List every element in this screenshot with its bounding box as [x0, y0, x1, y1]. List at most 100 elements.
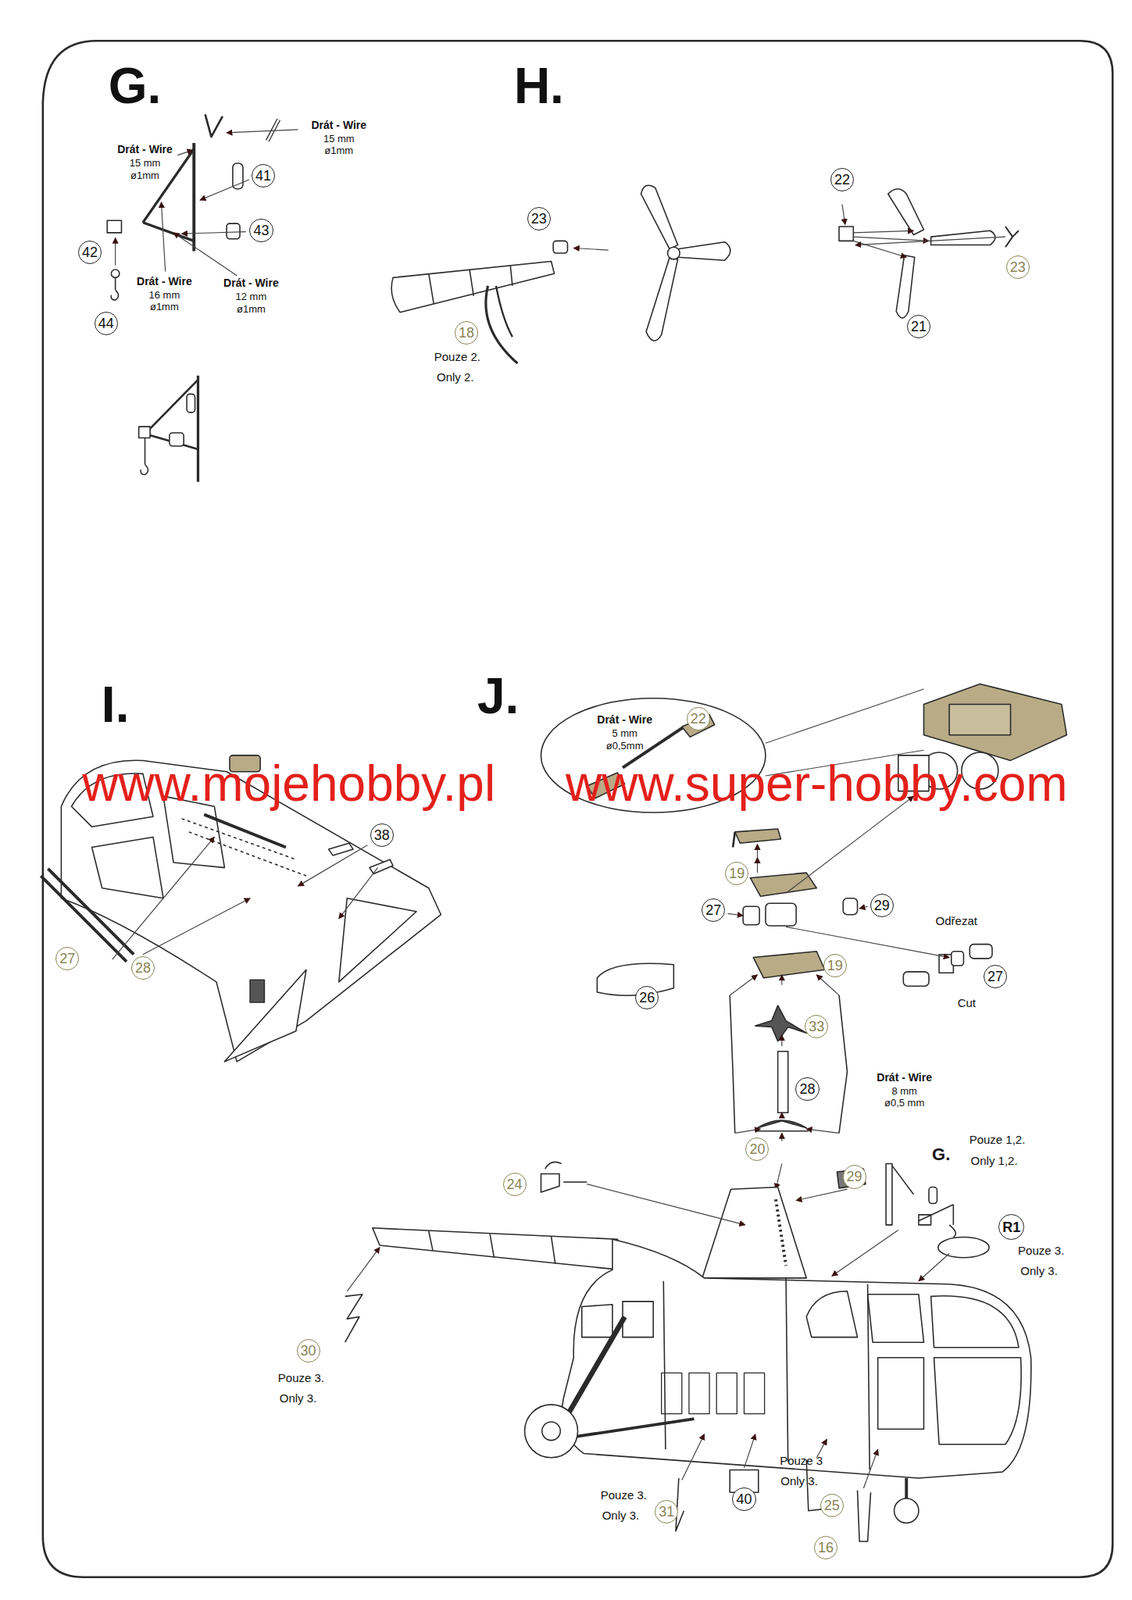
- crane-assembled: [140, 464, 148, 475]
- tail-rotor-parts: [839, 226, 854, 241]
- helicopter-fuselage: [744, 1434, 756, 1468]
- wire-spec: ø0,5mm: [606, 740, 644, 752]
- callout-number: 22: [830, 167, 854, 192]
- variant-note: Only 1,2.: [971, 1153, 1018, 1168]
- callout-number: 42: [78, 240, 102, 265]
- helicopter-fuselage: [775, 1199, 786, 1266]
- helicopter-fuselage: [863, 1449, 878, 1489]
- fuselage-top-detail: [328, 842, 354, 856]
- wire-spec: ø1mm: [149, 301, 179, 313]
- crane-assembled: [144, 438, 147, 465]
- callout-text: 27: [59, 951, 75, 966]
- helicopter-fuselage: [785, 1278, 789, 1462]
- helicopter-fuselage: [0, 0, 1132, 1210]
- callout-text: 23: [1010, 260, 1026, 275]
- callout-number: 25: [820, 1493, 844, 1518]
- callout-text: 19: [728, 866, 745, 881]
- helicopter-fuselage: [857, 1490, 872, 1542]
- fuselage-top-detail: [298, 845, 368, 886]
- callout-text: 40: [735, 1492, 752, 1507]
- helicopter-fuselage: [716, 1372, 737, 1414]
- fuselage-top-detail: [182, 818, 297, 860]
- helicopter-fuselage: [949, 1204, 956, 1238]
- rotor-head-exploded: [785, 926, 950, 958]
- callout-text: 22: [690, 711, 707, 726]
- watermark: www.mojehobby.pl: [82, 756, 496, 811]
- callout-text: 23: [531, 211, 547, 226]
- fuselage-top-detail: [112, 836, 215, 960]
- callout-text: 43: [253, 223, 269, 238]
- crane-exploded: [205, 114, 223, 137]
- fuselage-top-detail: [112, 836, 379, 960]
- callout-number: 16: [814, 1535, 838, 1560]
- wire-spec: 15 mm: [323, 133, 355, 145]
- callout-number: 40: [732, 1487, 756, 1511]
- callout-number: 24: [503, 1172, 527, 1197]
- helicopter-fuselage: [345, 1294, 363, 1343]
- callout-text: 27: [987, 969, 1004, 984]
- callout-number: 31: [654, 1499, 679, 1524]
- callout-text: 42: [82, 245, 98, 260]
- rotor-head-exploded: [729, 974, 758, 996]
- crane-exploded: [177, 149, 193, 156]
- crane-exploded: [199, 179, 250, 200]
- wire-spec: Drát - Wire: [117, 143, 173, 156]
- helicopter-fuselage: [561, 1239, 1031, 1479]
- helicopter-fuselage: [928, 1187, 937, 1204]
- wire-spec: 5 mm: [611, 728, 638, 740]
- rotor-head-exploded: [775, 1164, 783, 1190]
- tail-rotor-parts: [896, 255, 915, 318]
- helicopter-fuselage: [867, 1294, 925, 1343]
- tail-rotor-parts: [391, 185, 1019, 364]
- crane-exploded: [182, 232, 247, 235]
- wire-spec: ø1mm: [324, 145, 354, 157]
- callout-text: 16: [817, 1540, 834, 1555]
- rotor-head-exploded: [757, 857, 758, 874]
- callout-number: 44: [94, 311, 118, 336]
- rotor-head-exploded: [951, 951, 965, 966]
- rotor-head-exploded: [923, 683, 1067, 761]
- helicopter-fuselage: [563, 1181, 587, 1183]
- callout-number: 18: [454, 321, 479, 345]
- callout-text: R1: [1002, 1220, 1021, 1235]
- callout-number: 30: [296, 1339, 321, 1363]
- tail-rotor-parts: [667, 246, 681, 260]
- callout-number: 19: [823, 953, 847, 978]
- callout-text: 22: [834, 172, 850, 187]
- helicopter-fuselage: [542, 1421, 561, 1441]
- wire-spec: Drát - Wire: [136, 275, 193, 288]
- helicopter-fuselage: [744, 1372, 765, 1414]
- callout-number: 27: [983, 964, 1008, 989]
- callout-number: 41: [251, 164, 275, 188]
- crane-exploded: [226, 129, 298, 133]
- callout-text: 41: [255, 168, 272, 183]
- rotor-head-exploded: [735, 1128, 761, 1133]
- section-letter: G.: [108, 58, 162, 114]
- callout-text: 28: [135, 960, 151, 975]
- helicopter-fuselage: [661, 1372, 683, 1414]
- callout-text: 30: [300, 1343, 317, 1358]
- rotor-head-exploded: [755, 1005, 807, 1042]
- rotor-head-exploded: [728, 796, 950, 1190]
- tail-rotor-parts: [510, 265, 513, 286]
- crane-exploded: [160, 202, 165, 272]
- wire-spec: 8 mm: [891, 1085, 918, 1097]
- helicopter-fuselage: [689, 1372, 710, 1414]
- rotor-head-exploded: [755, 1130, 809, 1132]
- cut-note: Cut: [957, 996, 976, 1011]
- variant-note: Pouze 2.: [434, 350, 481, 365]
- watermark: www.super-hobby.com: [565, 756, 1068, 811]
- fuselage-top-detail: [369, 859, 393, 874]
- variant-note: Pouze 3.: [600, 1489, 647, 1503]
- helicopter-fuselage: [622, 1301, 654, 1338]
- callout-number: 38: [370, 823, 394, 847]
- helicopter-fuselage: [885, 1164, 893, 1225]
- callout-text: 28: [799, 1082, 815, 1097]
- variant-note: Only 3.: [780, 1474, 818, 1489]
- fuselage-top-detail: [189, 832, 307, 876]
- crane-exploded: [114, 237, 116, 265]
- helicopter-fuselage: [931, 1296, 1019, 1348]
- tail-rotor-parts: [391, 260, 554, 312]
- crane-exploded: [173, 232, 237, 276]
- fuselage-top-detail: [142, 898, 250, 955]
